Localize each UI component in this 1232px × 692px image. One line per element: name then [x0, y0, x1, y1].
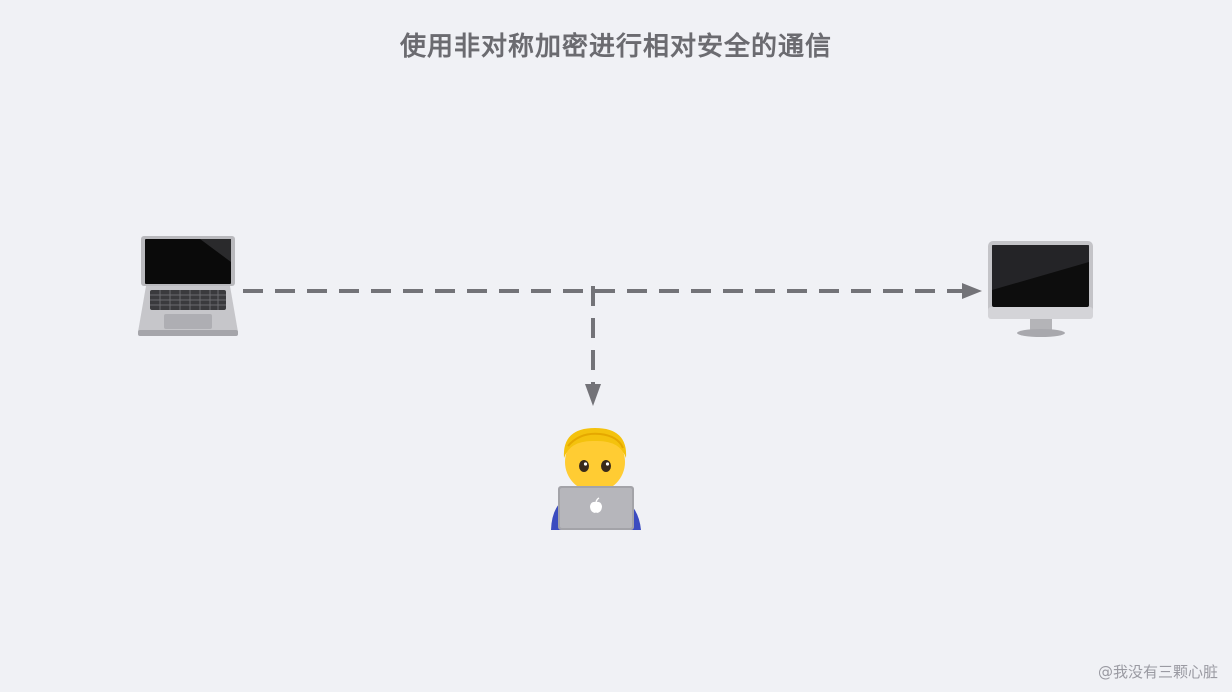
laptop-icon [138, 236, 238, 336]
intercept-arrowhead [585, 384, 601, 406]
watermark: @我没有三颗心脏 [1097, 663, 1218, 681]
man-technologist-icon [551, 428, 641, 530]
diagram-title: 使用非对称加密进行相对安全的通信 [399, 32, 832, 62]
transmission-arrowhead [962, 283, 982, 299]
desktop-computer-icon [988, 241, 1093, 337]
